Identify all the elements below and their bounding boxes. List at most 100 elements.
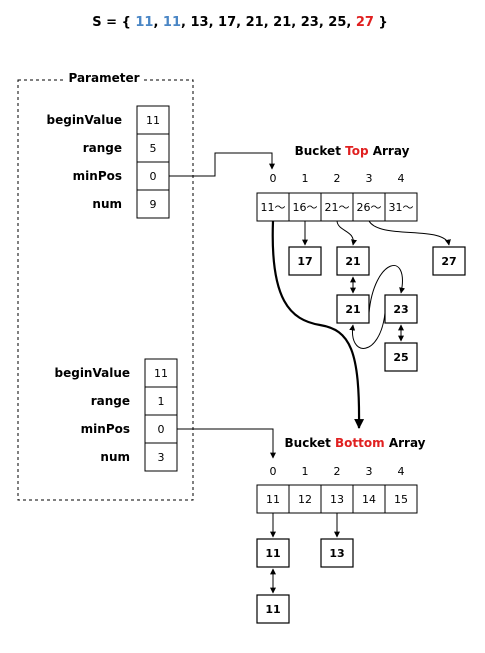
svg-text:27: 27 <box>441 255 456 268</box>
top-node-21a: 21 <box>336 246 370 276</box>
param-value-range: 5 <box>136 133 170 163</box>
bottom-cell: 15 <box>384 484 418 514</box>
svg-text:9: 9 <box>150 198 157 211</box>
set-prefix: S = { <box>92 15 135 30</box>
param-label-range: range <box>83 141 122 155</box>
minpos-connector-top <box>169 152 275 177</box>
bottom-index: 0 <box>270 465 277 478</box>
parameter-set-2: beginValue range minPos num 11 1 0 3 <box>55 358 178 472</box>
bottom-index: 1 <box>302 465 309 478</box>
param-value-beginvalue: 11 <box>136 105 170 135</box>
svg-text:26～: 26～ <box>357 201 382 214</box>
bottom-array-title: Bucket Bottom Array <box>285 436 426 450</box>
bottom-node-13: 13 <box>320 538 354 568</box>
param-value-range: 1 <box>144 386 178 416</box>
minpos-connector-bottom <box>177 428 276 459</box>
svg-text:1: 1 <box>158 395 165 408</box>
bucket-bottom-array: Bucket Bottom Array 0 1 2 3 4 11 12 13 1… <box>256 436 426 624</box>
top-node-23: 23 <box>384 294 418 324</box>
svg-text:0: 0 <box>150 170 157 183</box>
link-26-to-27 <box>368 220 451 246</box>
svg-text:31～: 31～ <box>389 201 414 214</box>
param-value-minpos: 0 <box>144 414 178 444</box>
bottom-cell: 13 <box>320 484 354 514</box>
svg-text:21: 21 <box>345 303 360 316</box>
parameter-label: Parameter <box>68 71 139 85</box>
set-value: 21 <box>246 15 264 30</box>
param-label-num: num <box>100 450 130 464</box>
set-value: 11 <box>135 15 153 30</box>
top-index: 4 <box>398 172 405 185</box>
bottom-node-11b: 11 <box>256 594 290 624</box>
svg-text:17: 17 <box>297 255 312 268</box>
parameter-panel: Parameter <box>17 70 194 501</box>
svg-text:11: 11 <box>154 367 168 380</box>
set-value: 17 <box>218 15 236 30</box>
parameter-set-1: beginValue range minPos num 11 5 0 9 <box>47 105 170 219</box>
param-label-beginvalue: beginValue <box>55 366 131 380</box>
svg-text:21～: 21～ <box>325 201 350 214</box>
top-cell: 26～ <box>352 192 386 222</box>
set-suffix: } <box>374 15 388 30</box>
top-node-21b: 21 <box>336 294 370 324</box>
link-21-23-loop <box>368 265 406 314</box>
top-cell: 16～ <box>288 192 322 222</box>
bottom-cell: 12 <box>288 484 322 514</box>
param-label-minpos: minPos <box>81 422 130 436</box>
param-label-minpos: minPos <box>73 169 122 183</box>
bucket-top-array: Bucket Top Array 0 1 2 3 4 11～ 16～ 21～ 2… <box>256 144 466 429</box>
top-array-title: Bucket Top Array <box>295 144 410 158</box>
param-label-num: num <box>92 197 122 211</box>
svg-text:23: 23 <box>393 303 408 316</box>
top-node-17: 17 <box>288 246 322 276</box>
param-value-num: 3 <box>144 442 178 472</box>
set-value: 13 <box>190 15 208 30</box>
svg-text:15: 15 <box>394 493 408 506</box>
set-title: S = { 11, 11, 13, 17, 21, 21, 23, 25, 27… <box>92 15 387 30</box>
svg-text:25: 25 <box>393 351 408 364</box>
param-value-num: 9 <box>136 189 170 219</box>
param-value-minpos: 0 <box>136 161 170 191</box>
svg-text:5: 5 <box>150 142 157 155</box>
top-index: 2 <box>334 172 341 185</box>
top-cell: 21～ <box>320 192 354 222</box>
svg-text:21: 21 <box>345 255 360 268</box>
bottom-node-11a: 11 <box>256 538 290 568</box>
bottom-index: 3 <box>366 465 373 478</box>
link-top-to-bottom <box>271 220 365 429</box>
svg-text:13: 13 <box>330 493 344 506</box>
svg-text:11～: 11～ <box>261 201 286 214</box>
top-cell: 11～ <box>256 192 290 222</box>
top-cell: 31～ <box>384 192 418 222</box>
param-label-beginvalue: beginValue <box>47 113 123 127</box>
param-value-beginvalue: 11 <box>144 358 178 388</box>
top-index: 1 <box>302 172 309 185</box>
param-label-range: range <box>91 394 130 408</box>
svg-text:3: 3 <box>158 451 165 464</box>
bottom-cell: 11 <box>256 484 290 514</box>
svg-text:14: 14 <box>362 493 376 506</box>
top-node-25: 25 <box>384 342 418 372</box>
set-value: 27 <box>356 15 374 30</box>
top-index: 3 <box>366 172 373 185</box>
svg-text:11: 11 <box>146 114 160 127</box>
svg-text:11: 11 <box>265 547 280 560</box>
top-index: 0 <box>270 172 277 185</box>
bottom-index: 2 <box>334 465 341 478</box>
set-value: 21 <box>273 15 291 30</box>
svg-text:0: 0 <box>158 423 165 436</box>
set-value: 23 <box>301 15 319 30</box>
svg-text:11: 11 <box>265 603 280 616</box>
top-node-27: 27 <box>432 246 466 276</box>
bottom-index: 4 <box>398 465 405 478</box>
link-23-21-loop <box>349 312 386 349</box>
set-value: 25 <box>328 15 346 30</box>
link-21-to-21 <box>336 220 357 246</box>
set-value: 11 <box>163 15 181 30</box>
svg-text:13: 13 <box>329 547 344 560</box>
svg-text:16～: 16～ <box>293 201 318 214</box>
svg-text:12: 12 <box>298 493 312 506</box>
svg-text:11: 11 <box>266 493 280 506</box>
bottom-cell: 14 <box>352 484 386 514</box>
